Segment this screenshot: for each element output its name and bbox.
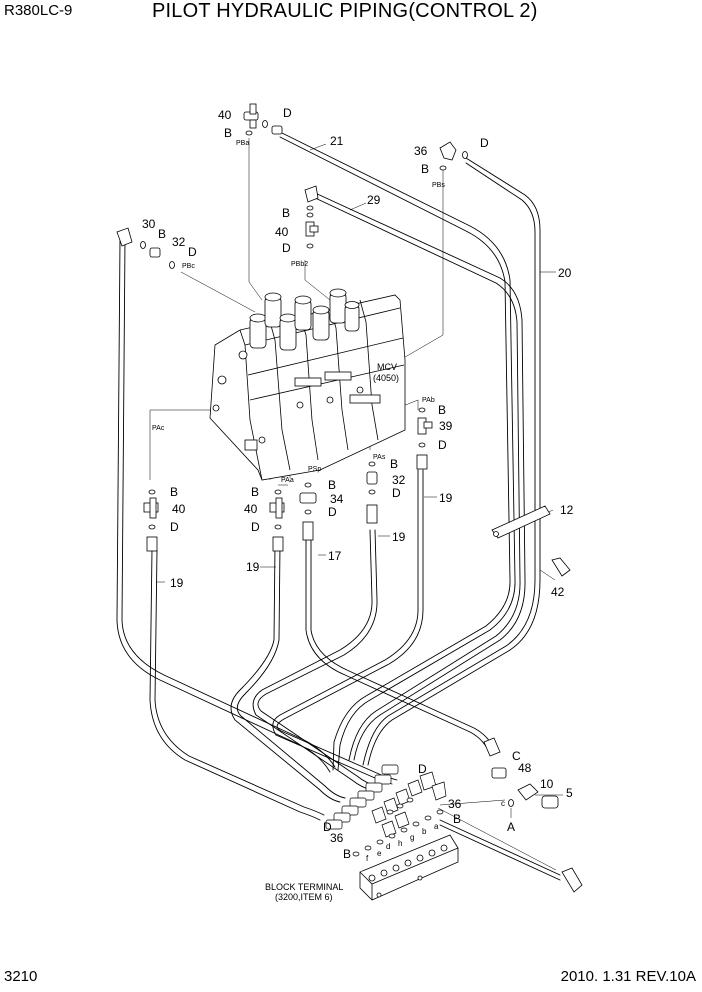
svg-text:36: 36 <box>330 831 344 845</box>
svg-text:30: 30 <box>142 217 156 231</box>
svg-text:D: D <box>480 136 489 150</box>
svg-text:32: 32 <box>392 473 406 487</box>
block-letters: f e d h g b a c <box>366 799 505 863</box>
svg-text:a: a <box>434 822 439 831</box>
fittings <box>116 103 583 893</box>
svg-text:39: 39 <box>439 419 453 433</box>
main-control-valve <box>209 288 406 481</box>
svg-text:h: h <box>398 839 402 848</box>
page-title: PILOT HYDRAULIC PIPING(CONTROL 2) <box>152 0 538 22</box>
svg-text:b: b <box>422 827 427 836</box>
svg-text:B: B <box>421 162 429 176</box>
page-number: 3210 <box>4 968 38 985</box>
svg-text:PAb: PAb <box>422 397 435 404</box>
svg-text:C: C <box>512 749 521 763</box>
svg-text:PBs: PBs <box>432 182 445 189</box>
svg-text:D: D <box>418 762 427 776</box>
svg-text:D: D <box>251 520 260 534</box>
svg-text:42: 42 <box>551 585 565 599</box>
svg-text:c: c <box>501 799 505 808</box>
svg-text:19: 19 <box>170 576 184 590</box>
svg-text:PAs: PAs <box>373 454 386 461</box>
svg-text:e: e <box>377 849 382 858</box>
svg-text:B: B <box>453 812 461 826</box>
svg-text:D: D <box>283 106 292 120</box>
svg-text:B: B <box>224 126 232 140</box>
svg-text:5: 5 <box>566 786 573 800</box>
svg-text:D: D <box>282 241 291 255</box>
svg-text:34: 34 <box>330 492 344 506</box>
svg-text:40: 40 <box>172 502 186 516</box>
svg-text:36: 36 <box>414 144 428 158</box>
svg-text:40: 40 <box>275 225 289 239</box>
svg-text:f: f <box>366 854 369 863</box>
revision-date: 2010. 1.31 REV.10A <box>560 968 696 985</box>
svg-text:29: 29 <box>367 193 381 207</box>
block-terminal <box>359 834 459 901</box>
svg-text:PAc: PAc <box>152 425 165 432</box>
svg-text:B: B <box>251 485 259 499</box>
leader-lines <box>149 138 563 871</box>
svg-text:MCV: MCV <box>377 362 397 372</box>
svg-text:D: D <box>328 505 337 519</box>
svg-text:19: 19 <box>439 491 453 505</box>
svg-text:D: D <box>170 520 179 534</box>
svg-text:B: B <box>158 227 166 241</box>
part-number-callouts: 40 D B 21 36 D B 29 B 40 D 30 B 32 D 20 … <box>142 106 574 861</box>
svg-text:B: B <box>282 206 290 220</box>
svg-text:PBb2: PBb2 <box>291 261 308 268</box>
svg-text:B: B <box>390 457 398 471</box>
svg-text:40: 40 <box>218 108 232 122</box>
svg-text:PBc: PBc <box>182 263 195 270</box>
block-terminal-label: BLOCK TERMINAL (3200,ITEM 6) <box>265 882 343 902</box>
svg-text:48: 48 <box>518 761 532 775</box>
svg-text:B: B <box>170 485 178 499</box>
svg-text:B: B <box>328 478 336 492</box>
svg-text:19: 19 <box>392 530 406 544</box>
svg-text:D: D <box>392 486 401 500</box>
svg-text:D: D <box>323 820 332 834</box>
svg-text:19: 19 <box>246 560 260 574</box>
svg-text:21: 21 <box>330 134 344 148</box>
hose-lines <box>116 131 561 881</box>
model-code: R380LC-9 <box>4 2 73 19</box>
svg-text:12: 12 <box>560 503 574 517</box>
svg-text:D: D <box>438 438 447 452</box>
svg-text:PBa: PBa <box>236 140 249 147</box>
svg-text:B: B <box>343 847 351 861</box>
svg-text:40: 40 <box>244 502 258 516</box>
svg-text:10: 10 <box>540 777 554 791</box>
mcv-label: MCV (4050) <box>373 362 399 383</box>
svg-text:d: d <box>386 842 390 851</box>
svg-text:D: D <box>188 245 197 259</box>
svg-text:32: 32 <box>172 235 186 249</box>
svg-text:(4050): (4050) <box>373 373 399 383</box>
svg-text:A: A <box>507 820 515 834</box>
svg-text:PSp: PSp <box>308 466 321 473</box>
svg-text:(3200,ITEM 6): (3200,ITEM 6) <box>275 892 333 902</box>
svg-text:g: g <box>410 833 414 842</box>
svg-text:17: 17 <box>328 549 342 563</box>
port-labels: PBa PBs PBb2 PBc PAc PAa PSp PAs PAb <box>152 140 445 484</box>
svg-text:B: B <box>438 403 446 417</box>
svg-text:PAa: PAa <box>281 477 294 484</box>
svg-text:36: 36 <box>448 797 462 811</box>
svg-text:BLOCK TERMINAL: BLOCK TERMINAL <box>265 882 343 892</box>
svg-text:20: 20 <box>558 266 572 280</box>
